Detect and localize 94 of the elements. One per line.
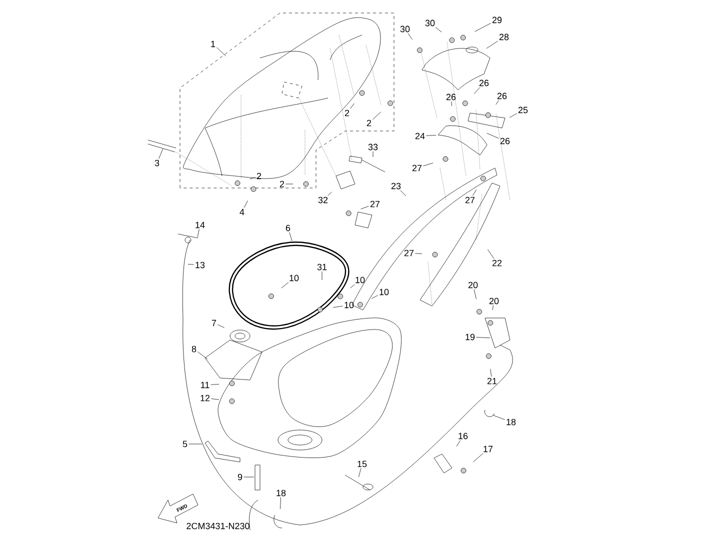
leader-line <box>472 189 477 196</box>
leader-line <box>426 135 436 136</box>
callout-number: 14 <box>196 222 205 228</box>
callout-number: 19 <box>466 334 475 340</box>
leader-line <box>490 368 492 377</box>
leader-line <box>281 282 289 288</box>
leader-line <box>197 229 200 238</box>
callout-number: 27 <box>370 200 380 208</box>
callout-number: 10 <box>344 302 354 308</box>
callout-number: 9 <box>238 474 242 480</box>
leader-line <box>332 306 343 308</box>
leader-line <box>451 101 452 106</box>
leader-line <box>210 384 220 385</box>
callout-number: 30 <box>425 20 435 26</box>
leader-line <box>216 47 226 56</box>
leader-line <box>371 295 378 299</box>
callout-number: 30 <box>400 26 410 32</box>
callout-number: 11 <box>201 382 210 388</box>
leader-line <box>250 177 256 180</box>
leader-line <box>244 476 254 478</box>
leader-line <box>328 192 332 196</box>
callout-number: 10 <box>356 276 365 284</box>
leader-line <box>474 23 491 32</box>
leader-line <box>280 497 281 510</box>
callout-number: 8 <box>192 346 196 352</box>
callout-number: 13 <box>196 262 205 268</box>
callout-number: 5 <box>182 440 188 448</box>
leader-line <box>372 112 381 120</box>
callout-number: 2 <box>256 172 262 180</box>
callout-number: 20 <box>489 298 499 304</box>
leader-line <box>198 352 208 360</box>
leader-line <box>492 414 505 420</box>
leader-line <box>486 40 498 49</box>
callout-number: 15 <box>358 460 367 468</box>
leader-line <box>423 162 434 166</box>
leader-line <box>456 440 460 447</box>
leader-line <box>486 133 499 139</box>
leader-line <box>211 398 220 400</box>
callout-number: 26 <box>446 94 456 100</box>
callout-number: 7 <box>212 320 216 326</box>
callout-number: 27 <box>465 196 475 204</box>
leader-line <box>488 249 494 259</box>
leader-line <box>492 305 494 310</box>
callout-number: 3 <box>154 160 160 166</box>
leader-line <box>218 324 224 328</box>
callout-number: 25 <box>518 106 528 114</box>
leader-line <box>350 103 354 109</box>
callout-number: 2 <box>344 110 350 116</box>
leader-line <box>158 148 164 159</box>
callout-number: 20 <box>468 282 478 288</box>
callout-number: 27 <box>412 164 422 172</box>
leader-line <box>474 87 480 94</box>
callout-number: 18 <box>276 490 286 496</box>
callout-number: 17 <box>484 446 493 452</box>
callout-number: 21 <box>487 378 497 384</box>
callout-number: 31 <box>317 264 327 270</box>
callout-number: 24 <box>415 132 425 140</box>
leader-line <box>350 284 355 288</box>
leader-line <box>358 468 362 478</box>
leader-line <box>509 113 517 118</box>
leader-line <box>474 289 476 300</box>
callout-number: 4 <box>240 208 244 216</box>
callout-number: 2 <box>280 180 284 188</box>
callout-number: 18 <box>506 418 516 426</box>
callout-number: 26 <box>479 80 489 86</box>
callout-number: 1 <box>211 40 216 48</box>
callout-number: 26 <box>497 92 507 100</box>
leader-line <box>408 33 412 40</box>
callout-number: 27 <box>404 250 414 256</box>
callout-number: 32 <box>318 196 328 204</box>
leader-line <box>496 100 500 105</box>
leader-line <box>473 453 484 462</box>
callout-number: 22 <box>492 260 502 266</box>
leader-line <box>372 151 374 158</box>
callout-number: 23 <box>391 182 401 190</box>
leader-line <box>415 253 422 254</box>
leader-line <box>244 200 248 208</box>
callout-number: 10 <box>380 288 389 296</box>
callout-number: 33 <box>368 144 378 150</box>
leader-line <box>400 190 406 196</box>
leader-line <box>476 337 490 338</box>
leader-line <box>289 232 292 242</box>
leader-line <box>188 264 194 265</box>
callout-number: 16 <box>458 432 468 440</box>
figure-code: 2CM3431-N230 <box>186 522 250 530</box>
callout-number: 6 <box>286 224 290 232</box>
callout-number: 2 <box>366 120 372 126</box>
callout-number: 12 <box>200 394 210 402</box>
callout-number: 10 <box>290 274 299 282</box>
leader-line <box>360 206 369 210</box>
leader-line <box>435 27 442 32</box>
callout-number: 28 <box>499 34 509 40</box>
callout-number: 29 <box>492 16 502 24</box>
callout-number: 26 <box>500 138 510 144</box>
